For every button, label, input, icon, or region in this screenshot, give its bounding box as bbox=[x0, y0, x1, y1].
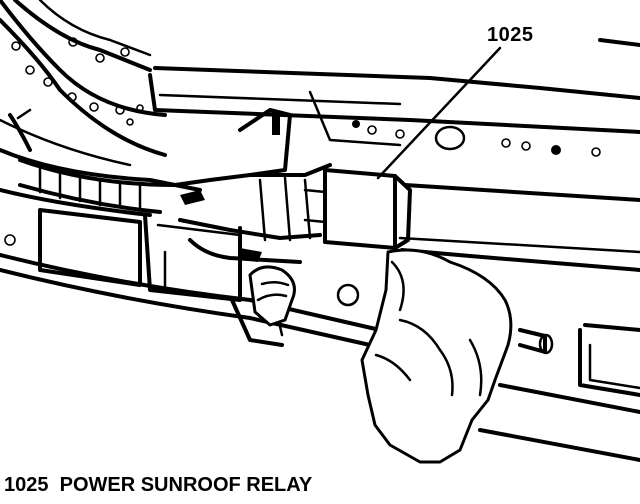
lower-panel bbox=[38, 208, 242, 302]
figure-caption: 1025 POWER SUNROOF RELAY bbox=[4, 474, 313, 496]
technician-hand bbox=[248, 248, 513, 464]
side-fitting bbox=[478, 323, 640, 462]
connector-bracket bbox=[173, 108, 360, 347]
front-frame-rails bbox=[0, 0, 202, 217]
panel-holes bbox=[4, 37, 601, 246]
wiring-harness bbox=[8, 108, 177, 214]
callout-number-label: 1025 bbox=[487, 24, 534, 46]
relay-1025 bbox=[303, 168, 412, 250]
callout-leader-line bbox=[376, 46, 502, 180]
